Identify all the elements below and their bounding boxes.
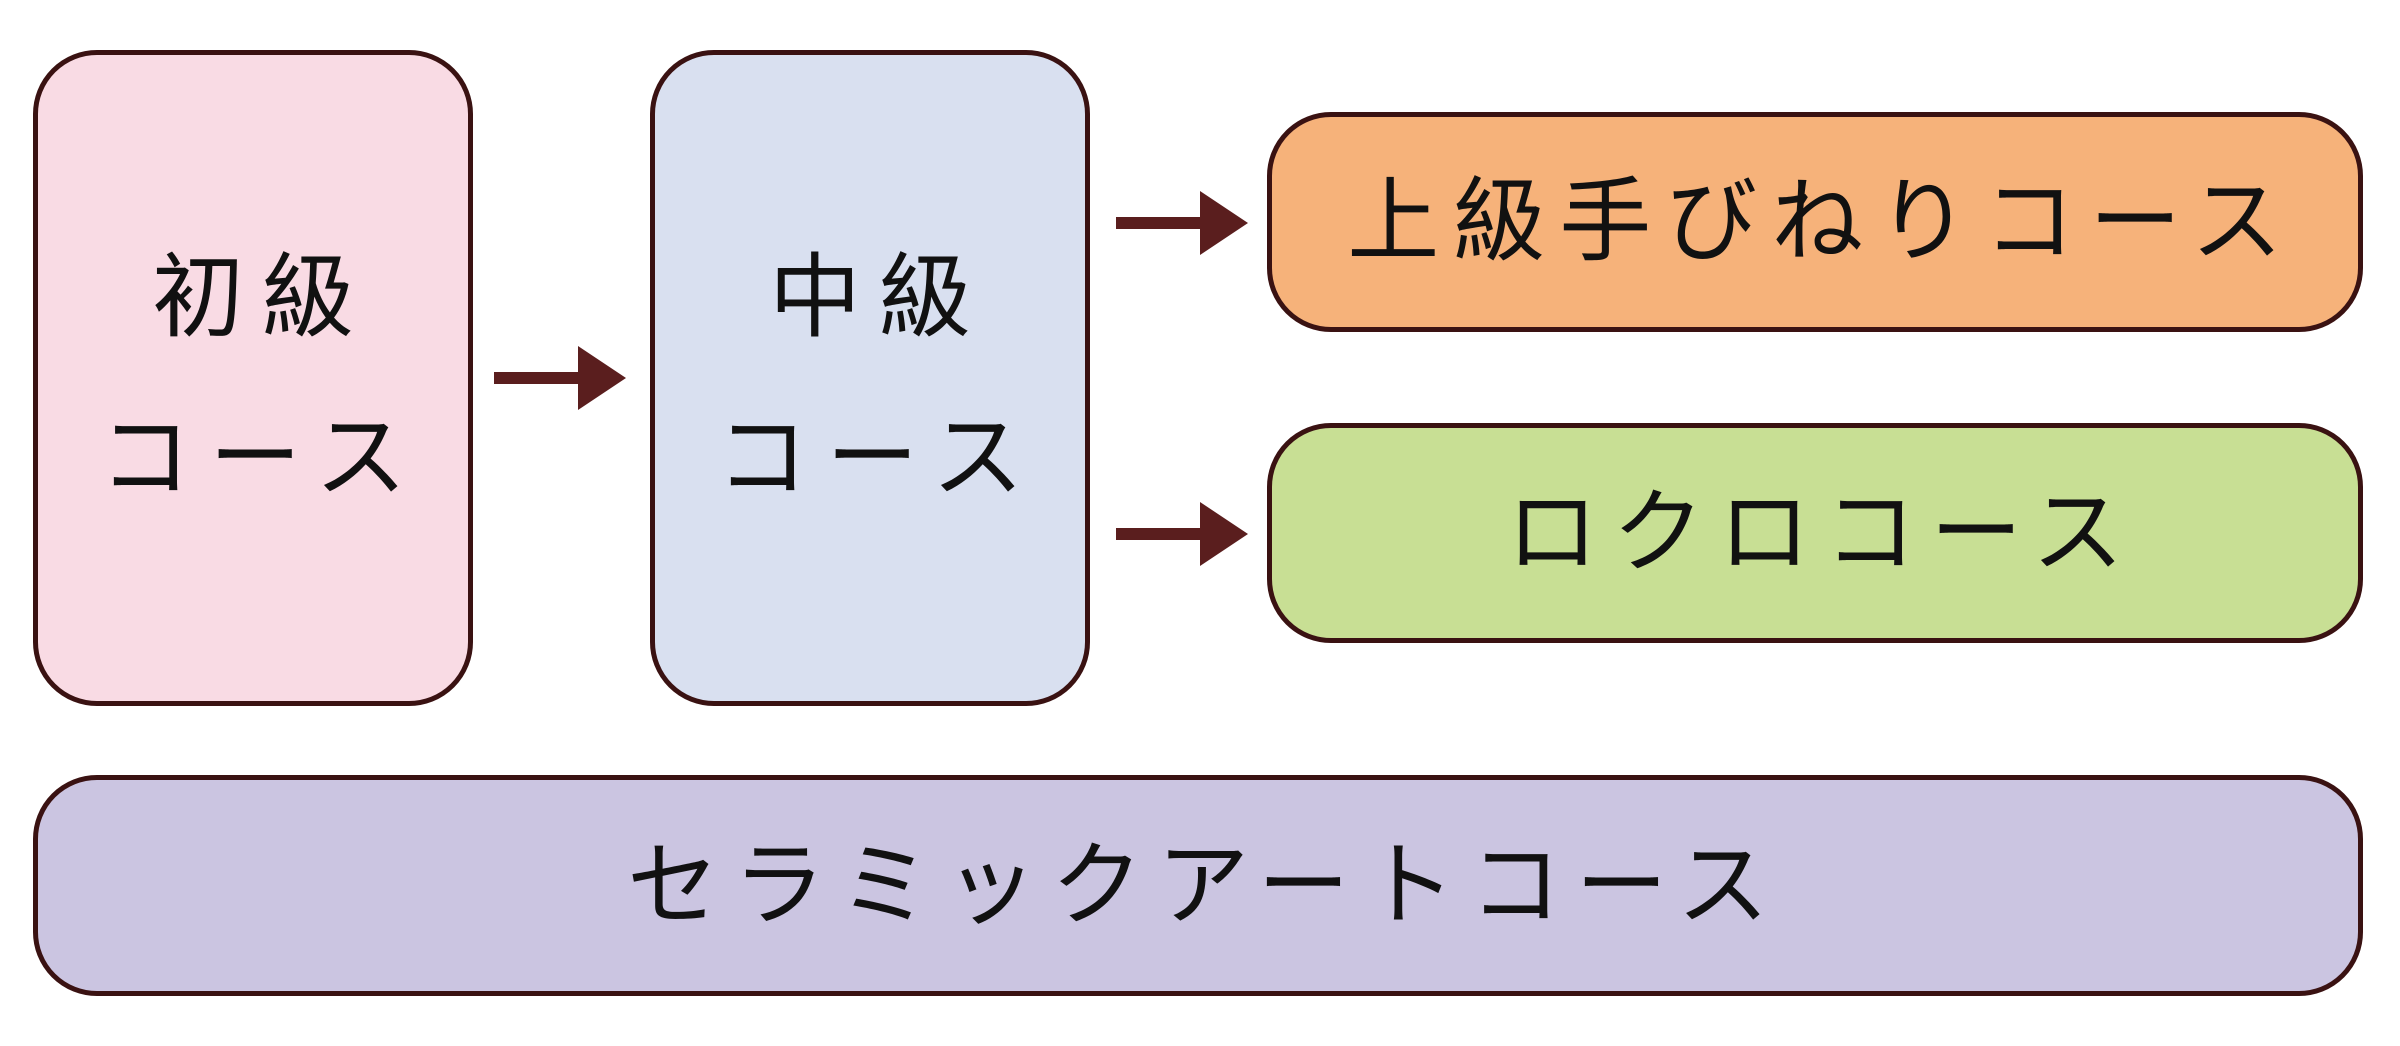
arrow-shaft (1116, 528, 1202, 540)
ceramic-art-course-box: セラミックアートコース (33, 775, 2363, 996)
ceramic-art-course-label: セラミックアートコース (627, 831, 1783, 939)
arrow-head (1200, 191, 1248, 255)
beginner-course-box: 初級 コース (33, 50, 473, 706)
arrow-shaft (494, 372, 580, 384)
arrow-intermediate-to-rokuro (1116, 502, 1248, 566)
intermediate-course-label-line1: 中級 (768, 244, 989, 351)
advanced-handbuilding-course-label: 上級手びねりコース (1347, 168, 2297, 275)
arrow-head (1200, 502, 1248, 566)
intermediate-course-box: 中級 コース (650, 50, 1090, 706)
beginner-course-label-line1: 初級 (151, 244, 372, 351)
arrow-intermediate-to-advanced (1116, 191, 1248, 255)
rokuro-course-label: ロクロコース (1506, 479, 2138, 586)
beginner-course-label-line2: コース (99, 404, 425, 511)
advanced-handbuilding-course-box: 上級手びねりコース (1267, 112, 2363, 332)
arrow-beginner-to-intermediate (494, 346, 626, 410)
rokuro-course-box: ロクロコース (1267, 423, 2363, 643)
arrow-shaft (1116, 217, 1202, 229)
intermediate-course-label-line2: コース (716, 404, 1042, 511)
arrow-head (578, 346, 626, 410)
